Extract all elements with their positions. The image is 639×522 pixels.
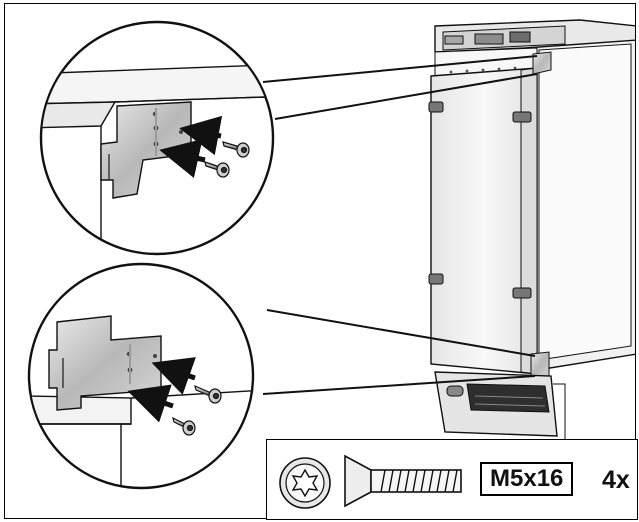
callout-line-top-lower — [274, 73, 538, 120]
callout-line-bottom-upper — [266, 309, 536, 357]
appliance-side-inner — [538, 43, 632, 361]
hinge — [428, 101, 444, 113]
insert-arrow — [159, 138, 206, 179]
door-hinges — [428, 101, 532, 299]
hinge — [512, 287, 532, 299]
legend-art — [279, 454, 462, 509]
screw-quantity: 4x — [602, 466, 630, 494]
torx-drive-icon — [279, 457, 331, 509]
hinge — [428, 273, 444, 285]
bottom-detail-circle — [27, 262, 255, 490]
base-grille — [466, 383, 550, 413]
insert-arrow — [151, 357, 196, 395]
insert-arrow — [179, 115, 223, 156]
insert-arrow — [127, 384, 174, 423]
screw-spec-label: M5x16 — [480, 462, 574, 496]
base-foot — [446, 385, 464, 397]
installation-illustration — [27, 19, 635, 490]
hinge — [512, 111, 532, 123]
countersunk-screw-icon — [344, 454, 462, 508]
screw-top-2 — [204, 161, 230, 178]
screw-legend — [266, 439, 638, 520]
diagram-frame — [4, 3, 636, 519]
callout-line-top-upper — [262, 55, 538, 83]
appliance — [428, 19, 635, 441]
screw-bottom-2 — [172, 416, 196, 436]
callout-line-bottom-lower — [262, 375, 536, 395]
callout-lines — [262, 55, 538, 395]
screw-spec-text: M5x16 — [490, 465, 564, 492]
screw-top-1 — [222, 141, 250, 158]
screw-bottom-1 — [194, 384, 222, 404]
top-vent-block — [474, 33, 504, 45]
top-detail-circle — [39, 20, 275, 256]
appliance-top-bracket — [532, 51, 552, 75]
